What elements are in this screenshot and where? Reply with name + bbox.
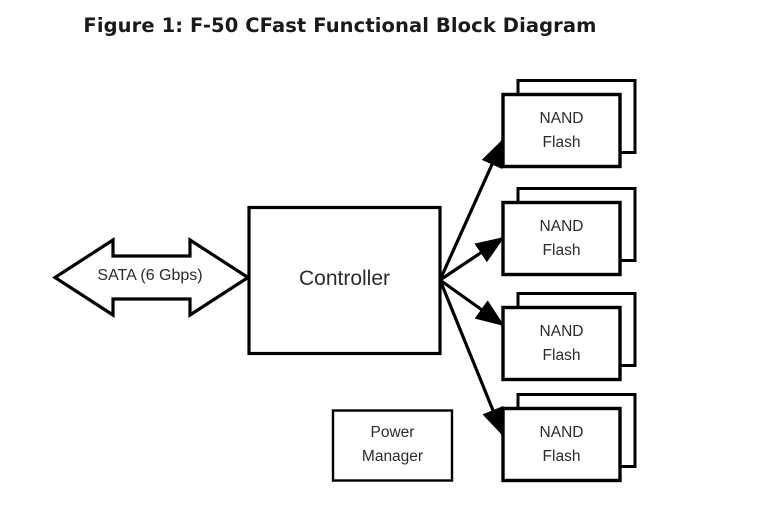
connector-controller-to-nand-2	[439, 236, 505, 282]
connector-controller-to-nand-3	[439, 278, 505, 327]
nand-flash-4-block	[501, 406, 622, 483]
connector-controller-to-nand-1	[438, 138, 505, 281]
controller-block	[247, 205, 442, 356]
nand-flash-3-block	[501, 305, 622, 382]
connector-controller-to-nand-4	[438, 279, 505, 437]
nand-flash-1-block	[501, 92, 622, 169]
sata-bidirectional-arrow	[52, 237, 251, 318]
figure-title: Figure 1: F-50 CFast Functional Block Di…	[83, 14, 597, 37]
nand-flash-2-block	[501, 200, 622, 277]
power-manager-block	[331, 409, 454, 482]
